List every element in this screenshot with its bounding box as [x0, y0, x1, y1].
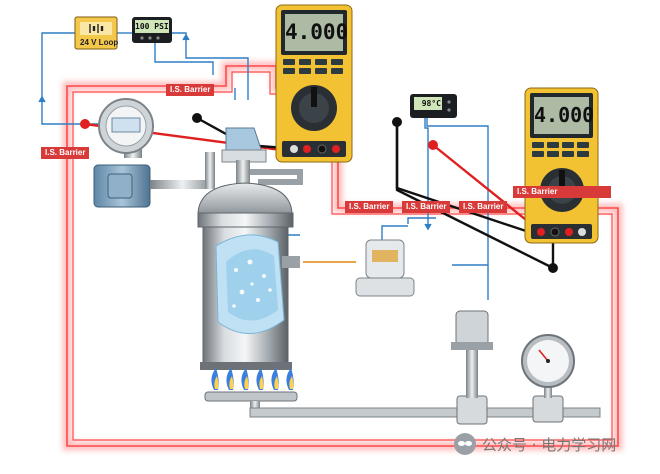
meter-left-readout: 4.000 [285, 20, 349, 44]
watermark: 公众号 · 电力学习网 [454, 431, 644, 457]
battery-24v-icon [74, 16, 118, 50]
pressure-transmitter [93, 98, 215, 208]
gas-line-and-valve [249, 310, 601, 425]
probe-tips [80, 113, 558, 273]
is-barrier-mid-2: I.S. Barrier [402, 201, 451, 213]
multimeter-left [275, 4, 353, 163]
temperature-transmitter [355, 239, 415, 297]
pressure-gauge-icon [521, 334, 575, 388]
pressure-indicator-readout: 100 PSI [135, 20, 169, 33]
is-barrier-right-partial: I.S. Barrier [513, 186, 611, 198]
loop-voltage-label: 24 V Loop [80, 38, 119, 47]
burner [204, 368, 298, 402]
temperature-sensor-head [221, 127, 267, 163]
is-barrier-left: I.S. Barrier [41, 147, 90, 159]
watermark-text: 公众号 · 电力学习网 [482, 435, 617, 454]
wechat-icon [454, 433, 476, 455]
is-barrier-mid-1: I.S. Barrier [345, 201, 394, 213]
is-barrier-top: I.S. Barrier [166, 84, 215, 96]
process-tank [197, 160, 303, 370]
signal-wiring [38, 32, 489, 300]
temperature-indicator-readout: 98°C [414, 97, 442, 110]
multimeter-right [524, 87, 599, 244]
meter-right-readout: 4.000 [534, 103, 595, 127]
is-barrier-mid-3: I.S. Barrier [459, 201, 508, 213]
